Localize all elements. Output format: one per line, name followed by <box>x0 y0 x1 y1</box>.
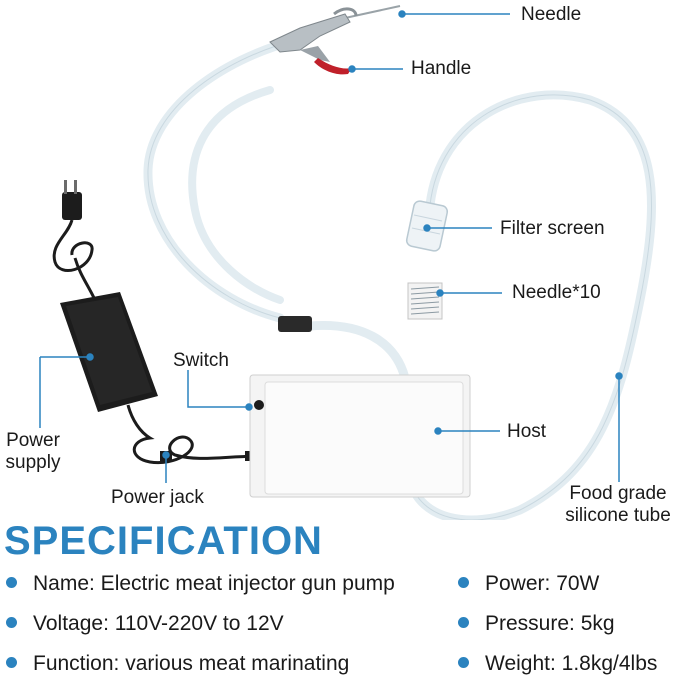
spec-text: Power: 70W <box>485 572 600 595</box>
dc-cord <box>126 404 263 465</box>
bullet-icon <box>458 616 469 628</box>
silicone-tube-left <box>143 35 301 323</box>
callout-tube-line1: Food grade <box>569 483 667 504</box>
spec-text: Voltage: 110V-220V to 12V <box>33 612 284 635</box>
callout-handle: Handle <box>411 58 472 79</box>
spec-item-function: Function: various meat marinating <box>6 652 349 676</box>
spec-item-pressure: Pressure: 5kg <box>458 612 615 636</box>
bullet-icon <box>6 656 17 668</box>
spec-item-weight: Weight: 1.8kg/4lbs <box>458 652 657 676</box>
callout-power-supply: Power supply <box>2 430 64 474</box>
callout-filter-screen: Filter screen <box>500 218 605 239</box>
spec-text: Weight: 1.8kg/4lbs <box>485 652 658 675</box>
spec-item-power: Power: 70W <box>458 572 599 596</box>
bullet-icon <box>458 656 469 668</box>
callout-needle: Needle <box>521 4 582 25</box>
spec-text: Function: various meat marinating <box>33 652 350 675</box>
power-adapter <box>60 292 158 412</box>
callout-host: Host <box>507 421 547 442</box>
callout-needle-x10: Needle*10 <box>512 282 601 303</box>
tube-connector <box>278 316 312 332</box>
bullet-icon <box>6 576 17 588</box>
callout-power-jack: Power jack <box>111 487 204 508</box>
spec-text: Pressure: 5kg <box>485 612 615 635</box>
bullet-icon <box>6 616 17 628</box>
bullet-icon <box>458 576 469 588</box>
silicone-tube-to-host <box>305 320 410 383</box>
host-unit <box>249 374 471 498</box>
injector-gun <box>269 5 401 75</box>
specification-title: SPECIFICATION <box>4 519 323 563</box>
product-diagram <box>39 5 656 520</box>
callout-power-supply-line1: Power <box>6 430 60 451</box>
power-cord <box>52 180 97 301</box>
callout-tube-line2: silicone tube <box>565 505 671 526</box>
callout-power-supply-line2: supply <box>5 452 61 473</box>
spec-item-name: Name: Electric meat injector gun pump <box>6 572 395 596</box>
callout-food-grade-tube: Food grade silicone tube <box>557 483 679 527</box>
callout-switch: Switch <box>173 350 229 371</box>
spec-item-voltage: Voltage: 110V-220V to 12V <box>6 612 284 636</box>
spec-text: Name: Electric meat injector gun pump <box>33 572 395 595</box>
